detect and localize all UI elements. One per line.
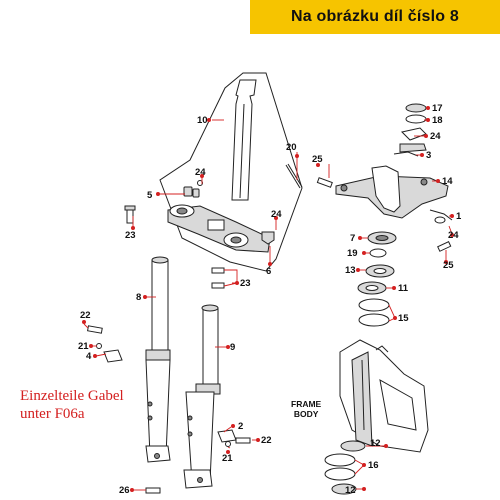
frame-body [339,339,429,453]
callout-23-right: 23 [240,278,251,289]
callout-17: 17 [432,103,443,114]
callout-21-left: 21 [78,341,89,352]
callout-9: 9 [230,342,235,353]
callout-4: 4 [86,351,92,362]
callout-23-left: 23 [125,230,136,241]
callout-22-left: 22 [80,310,91,321]
bearing-stack-lower [324,440,366,495]
upper-bracket-group [316,103,453,252]
callout-15: 15 [398,313,409,324]
frame-body-label: FRAME BODY [291,399,321,419]
callout-7: 7 [350,233,355,244]
callout-25-lower: 25 [443,260,454,271]
fork-leg-right [183,304,221,489]
callout-19: 19 [347,248,358,259]
callout-24-a: 24 [195,167,206,178]
callout-6: 6 [266,266,271,277]
callout-18: 18 [432,115,443,126]
callout-14: 14 [442,176,453,187]
callout-11: 11 [398,283,409,294]
steering-stem-group [124,72,303,289]
callout-12-lower: 12 [345,485,356,496]
callout-12: 12 [370,438,381,449]
frame-label-line2: BODY [293,409,319,419]
fork-parts-note-line2: unter F06a [20,406,85,422]
part-number-banner: Na obrázku díl číslo 8 [250,0,500,34]
callout-8: 8 [136,292,141,303]
callout-leaders [83,107,453,491]
callout-26: 26 [119,485,130,496]
fork-small-parts [87,325,251,494]
fork-parts-note-line1: Einzelteile Gabel [20,388,124,404]
callout-24-b: 24 [271,209,282,220]
callout-20: 20 [286,142,297,153]
callout-1: 1 [456,211,462,222]
callout-10: 10 [197,115,208,126]
callout-22-right: 22 [261,435,272,446]
callout-3: 3 [426,150,431,161]
callout-24-d: 24 [448,230,459,241]
callout-25-upper: 25 [312,154,323,165]
callout-5: 5 [147,190,153,201]
callout-2: 2 [238,421,243,432]
frame-label-line1: FRAME [291,399,322,409]
callout-13: 13 [345,265,356,276]
callout-24-c: 24 [430,131,441,142]
callout-labels: 10 20 25 24 5 23 24 6 23 8 9 22 21 4 17 … [78,103,462,496]
callout-16: 16 [368,460,379,471]
fork-leg-left [145,256,171,463]
callout-21-right: 21 [222,453,233,464]
bearing-stack-upper [357,231,397,327]
